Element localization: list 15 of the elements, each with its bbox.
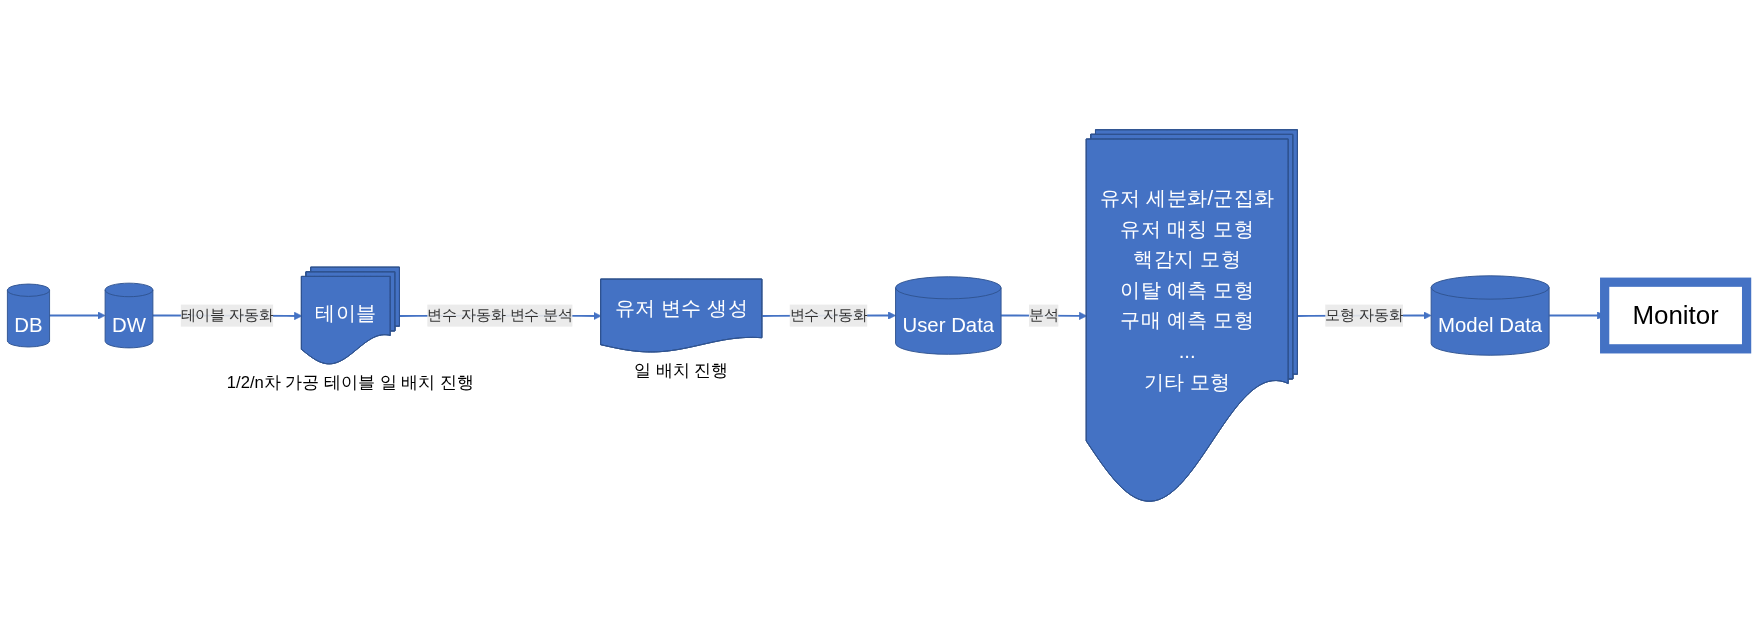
edge-label: 모형 자동화 [1325, 304, 1404, 327]
monitor-box: Monitor [1600, 277, 1752, 354]
edge-label: 변수 자동화 [789, 304, 868, 327]
edge-label: 변수 자동화 변수 분석 [427, 304, 573, 327]
edge-label: 테이블 자동화 [180, 304, 274, 327]
document-stack: 유저 세분화/군집화 유저 매칭 모형 핵감지 모형 이탈 예측 모형 구매 예측 모형 ... 기타 모형 [1085, 129, 1298, 502]
document-stack: 테이블 [300, 266, 400, 365]
document-shape: 유저 변수 생성 [600, 278, 763, 353]
edge-label: 분석 [1028, 304, 1059, 327]
database-cylinder: Model Data [1430, 275, 1550, 356]
database-cylinder: DW [104, 282, 154, 349]
database-cylinder: User Data [895, 276, 1002, 355]
node-caption: 1/2/n차 가공 테이블 일 배치 진행 [226, 372, 474, 392]
database-cylinder: DB [6, 283, 51, 348]
node-caption: 일 배치 진행 [634, 361, 729, 380]
